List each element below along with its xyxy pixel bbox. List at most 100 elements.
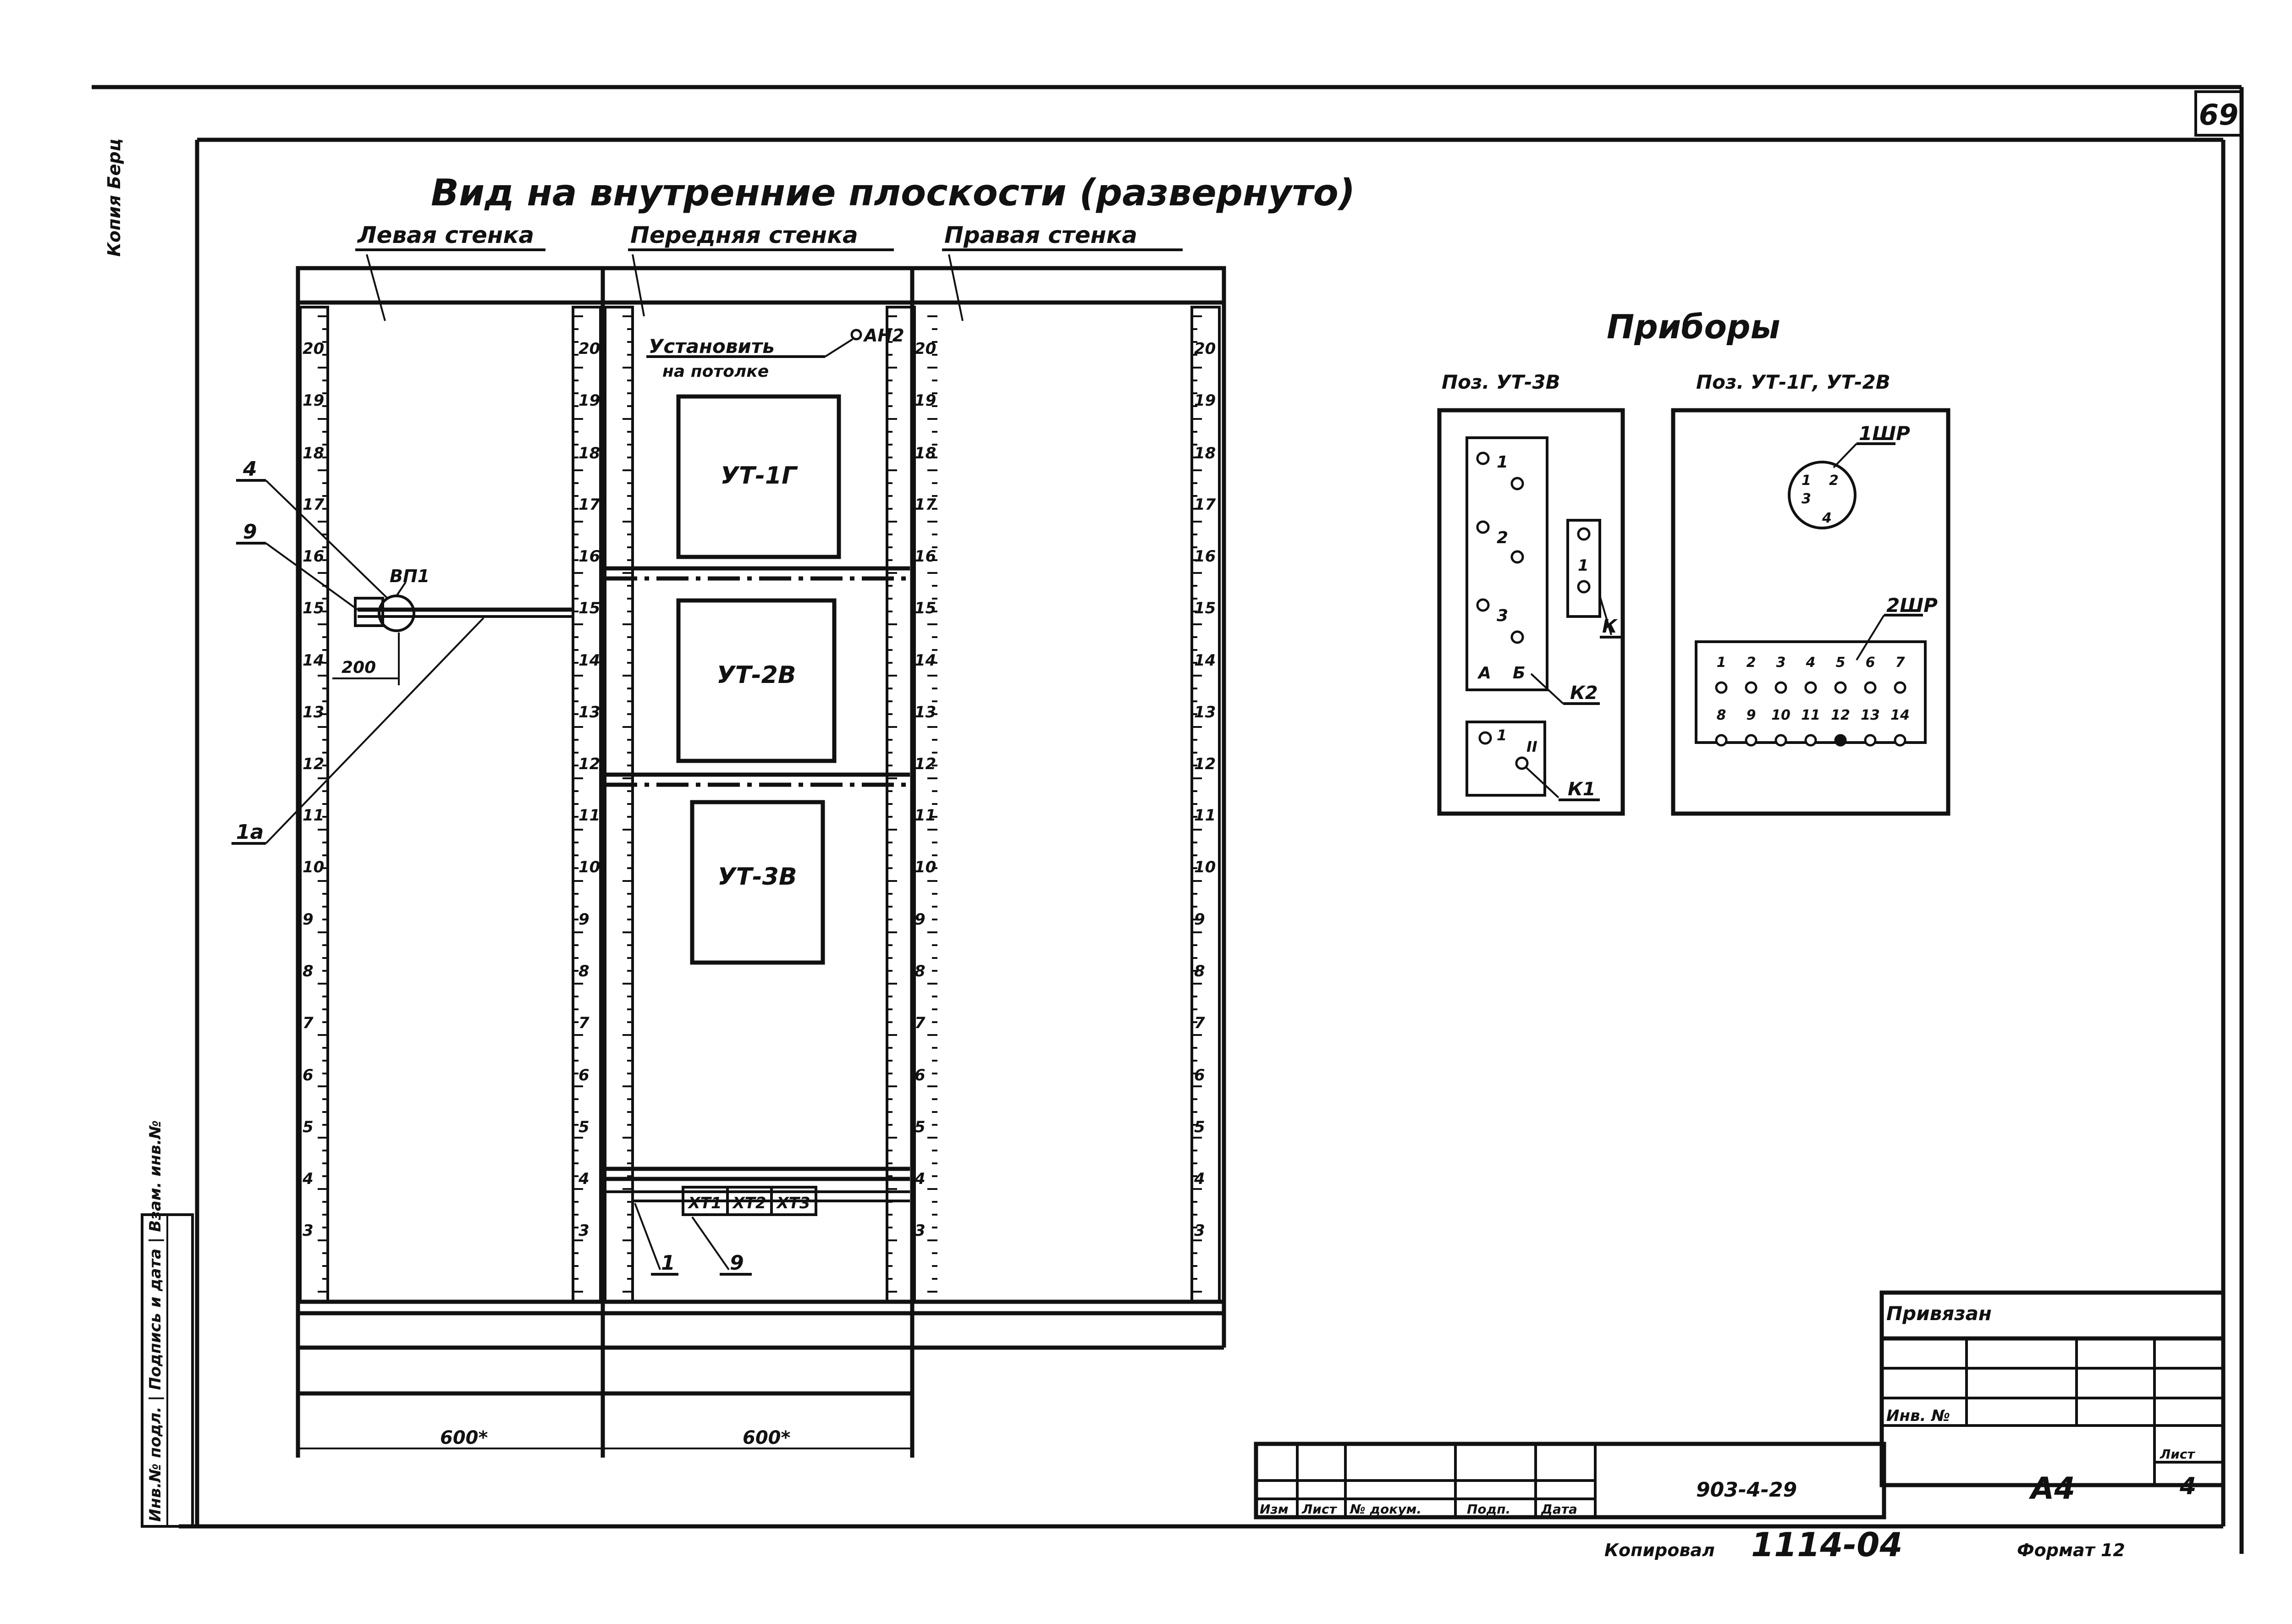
terminal-label: ХТ2 <box>732 1194 766 1212</box>
scale-label: 4 <box>1194 1170 1205 1188</box>
col-header: Лист <box>1301 1502 1337 1517</box>
scale-label: 16 <box>915 547 936 566</box>
scale-label: 12 <box>303 755 324 773</box>
connector2-pin <box>1774 734 1787 747</box>
ut3v-letter: А <box>1477 664 1491 683</box>
scale-label: 19 <box>579 391 600 410</box>
col-header: Подп. <box>1467 1502 1510 1517</box>
scale-label: 3 <box>303 1222 314 1240</box>
scale-label: 20 <box>579 340 600 358</box>
scale-label: 3 <box>1194 1222 1205 1240</box>
left-dim: 200 <box>342 658 376 677</box>
scale-label: 11 <box>915 806 936 825</box>
connector2-pin <box>1864 681 1877 694</box>
connector2-pin <box>1774 681 1787 694</box>
connector2-pin-label: 6 <box>1866 655 1875 671</box>
scale-label: 7 <box>1194 1014 1205 1032</box>
scale-label: 8 <box>915 962 926 980</box>
scale-label: 5 <box>303 1118 314 1136</box>
connector2-pin-label: 7 <box>1895 655 1905 671</box>
col-header: Дата <box>1541 1502 1577 1517</box>
scale-label: 7 <box>915 1014 926 1032</box>
ut3v-label-k2: К2 <box>1570 683 1598 704</box>
callout-1a: 1а <box>236 820 264 844</box>
scale-label: 17 <box>1194 495 1216 514</box>
title-block: Привязан Инв. № Изм Лист № докум. Подп. … <box>1254 1290 2226 1564</box>
scale-label: 15 <box>303 599 324 617</box>
ut3v-label-k1: К1 <box>1568 779 1596 800</box>
device-box-ut1g <box>676 394 841 559</box>
connector2-pin-label: 5 <box>1836 655 1846 671</box>
connector2-pin-label: 14 <box>1890 707 1910 723</box>
ut3v-caption: Поз. УТ-3В <box>1442 371 1560 393</box>
scale-label: 18 <box>1194 444 1216 462</box>
scale-label: 16 <box>1194 547 1216 566</box>
scale-front: 20 19 18 17 16 15 14 13 12 11 10 9 8 7 6… <box>578 340 601 1240</box>
scale-label: 9 <box>579 910 590 929</box>
scale-label: 16 <box>303 547 324 566</box>
device-label-ut2v: УТ-2В <box>717 661 796 689</box>
scale-label: 6 <box>303 1066 314 1085</box>
connector2-pin-label: 2 <box>1747 655 1756 671</box>
scale-label: 5 <box>915 1118 926 1136</box>
scale-label: 5 <box>1194 1118 1205 1136</box>
ut3v-k-pin: 1 <box>1578 556 1589 575</box>
left-device-ref: ВП1 <box>390 566 430 586</box>
connector2-pin-label: 1 <box>1717 655 1726 671</box>
scale-label: 17 <box>303 495 325 514</box>
ut1g-caption: Поз. УТ-1Г, УТ-2В <box>1696 371 1890 393</box>
instruments-title: Приборы <box>1607 308 1780 346</box>
scale-label: 12 <box>915 755 936 773</box>
scale-label: 8 <box>579 962 590 980</box>
scale-label: 6 <box>579 1066 590 1085</box>
ut3v-term: 1 <box>1497 453 1508 472</box>
copied-label: Копировал <box>1604 1540 1715 1560</box>
connector2-pin-label: 13 <box>1861 707 1880 723</box>
scale-label: 11 <box>1194 806 1216 825</box>
connector2-pin-label: 12 <box>1831 707 1850 723</box>
scale-label: 7 <box>303 1014 314 1032</box>
connector2-pin <box>1864 734 1877 747</box>
scale-label: 5 <box>579 1118 590 1136</box>
scale-right: 20 19 18 17 16 15 14 13 12 11 10 9 8 7 6… <box>914 340 937 1240</box>
scale-label: 8 <box>1194 962 1205 980</box>
scale-label: 12 <box>579 755 600 773</box>
scale-label: 14 <box>579 651 600 670</box>
scale-label: 10 <box>1194 858 1216 876</box>
connector-1shr <box>1788 461 1857 529</box>
scale-label: 18 <box>303 444 324 462</box>
scale-label: 8 <box>303 962 314 980</box>
scale-label: 4 <box>914 1170 926 1188</box>
dim-left: 600* <box>440 1427 488 1448</box>
callout-4: 4 <box>242 457 257 481</box>
scale-label: 12 <box>1194 755 1216 773</box>
dim-front: 600* <box>743 1427 790 1448</box>
page-number: 69 <box>2199 98 2238 132</box>
scale-label: 13 <box>1194 703 1216 721</box>
connector2-pin <box>1804 734 1817 747</box>
scale-label: 4 <box>302 1170 314 1188</box>
bottom-dimensions: 600* 600* <box>298 1427 912 1449</box>
sheet-num: 4 <box>2179 1473 2196 1500</box>
scale-label: 3 <box>915 1222 926 1240</box>
scale-label: 20 <box>303 340 324 358</box>
scale-label: 19 <box>303 391 324 410</box>
scale-label: 20 <box>915 340 936 358</box>
panel-ut1g <box>1671 408 1950 816</box>
scale-label: 6 <box>915 1066 926 1085</box>
device-label-ut1g: УТ-1Г <box>721 462 798 490</box>
scale-label: 17 <box>579 495 601 514</box>
connector2-pin <box>1715 681 1728 694</box>
scale-left: 20 19 18 17 16 15 14 13 12 11 10 9 8 7 6… <box>302 340 325 1240</box>
rail-strips <box>299 306 1221 1303</box>
scale-label: 10 <box>579 858 600 876</box>
cabinet-outline <box>296 266 1226 1458</box>
front-note-line1: Установить <box>649 335 775 358</box>
ut3v-term: 2 <box>1497 528 1508 547</box>
connector2-pin <box>1715 734 1728 747</box>
order-no: 1114-04 <box>1751 1525 1902 1564</box>
sheet-label: Лист <box>2160 1447 2195 1462</box>
connector1-pin: 1 <box>1802 473 1811 489</box>
doc-code: 903-4-29 <box>1696 1478 1797 1502</box>
